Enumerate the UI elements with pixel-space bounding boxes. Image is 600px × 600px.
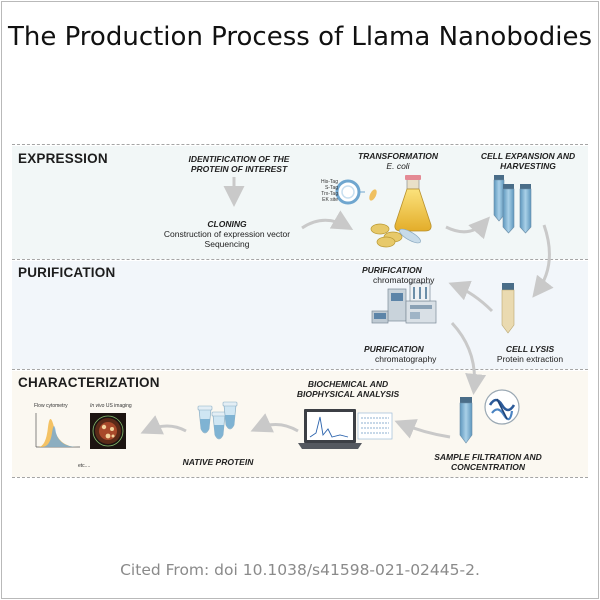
purification-band [12, 261, 588, 369]
data-table-icon [357, 412, 393, 440]
step-biochemical: BIOCHEMICAL AND BIOPHYSICAL ANALYSIS [288, 379, 408, 399]
petri-dish-icon [370, 223, 421, 248]
cloning-detail-1: Construction of expression vector [163, 229, 291, 239]
in-vivo-caption: In vivo US imaging [90, 403, 160, 409]
laptop-icon [298, 409, 362, 449]
filtration-label: SAMPLE FILTRATION AND CONCENTRATION [434, 452, 542, 472]
step-filtration: SAMPLE FILTRATION AND CONCENTRATION [426, 452, 550, 472]
expression-band [12, 146, 588, 259]
arrow-cloning-to-transformation [301, 210, 354, 231]
step-native-protein: NATIVE PROTEIN [178, 457, 258, 467]
flow-arrows [140, 177, 554, 439]
divider-top [12, 144, 588, 145]
step-purification-top: PURIFICATION chromatography [362, 265, 452, 285]
identification-label: IDENTIFICATION OF THE PROTEIN OF INTERES… [188, 154, 290, 174]
cell-lysis-label: CELL LYSIS [505, 344, 555, 354]
etc-caption: etc.... [78, 463, 91, 469]
arrow-lysis-to-purification [448, 280, 494, 313]
diagram-graphics [35, 175, 554, 449]
divider-expression [12, 259, 588, 260]
expansion-label: CELL EXPANSION AND HARVESTING [480, 151, 576, 171]
arrow-purification-to-filtration [450, 321, 487, 395]
step-identification: IDENTIFICATION OF THE PROTEIN OF INTERES… [172, 154, 306, 174]
flow-cytometry-caption: Flow cytometry [34, 403, 68, 409]
transformation-label: TRANSFORMATION [357, 151, 439, 161]
chromatography-system-icon [371, 282, 437, 324]
process-diagram: EXPRESSION PURIFICATION CHARACTERIZATION [12, 143, 588, 479]
flask-icon [394, 175, 432, 232]
cloning-detail-2: Sequencing [204, 239, 250, 249]
step-transformation: TRANSFORMATION E. coli [348, 151, 448, 171]
purification-top-label: PURIFICATION [362, 265, 422, 275]
step-expansion: CELL EXPANSION AND HARVESTING [470, 151, 586, 171]
centrifuge-tubes-icon [493, 175, 532, 234]
page-title: The Production Process of Llama Nanobodi… [7, 22, 593, 52]
stage-label-purification: PURIFICATION [18, 265, 116, 280]
citation-text: Cited From: doi 10.1038/s41598-021-02445… [120, 561, 480, 579]
stage-label-characterization: CHARACTERIZATION [18, 375, 160, 390]
plasmid-icon [335, 179, 377, 205]
lysis-tube-icon [501, 283, 515, 334]
native-protein-label: NATIVE PROTEIN [182, 457, 254, 467]
vector-tags: His-Tag S-Tag Trx-Tag EK site [298, 179, 338, 203]
arrow-filtration-to-analysis [394, 419, 451, 439]
divider-bottom [12, 477, 588, 478]
arrow-transformation-to-expansion [445, 216, 490, 240]
vector-tag: His-Tag [321, 179, 338, 185]
stage-label-expression: EXPRESSION [18, 151, 108, 166]
purification-top-detail: chromatography [373, 275, 435, 285]
arrow-analysis-to-native [250, 413, 299, 433]
in-vivo-image-icon [90, 413, 126, 449]
vector-tag: EK site [322, 197, 338, 203]
divider-purification [12, 369, 588, 370]
arrow-expansion-to-lysis [532, 224, 554, 298]
flow-cytometry-plot-icon [35, 413, 80, 448]
vector-tag: Trx-Tag [321, 191, 338, 197]
vector-tag: S-Tag [324, 185, 338, 191]
biochemical-label: BIOCHEMICAL AND BIOPHYSICAL ANALYSIS [296, 379, 400, 399]
arrow-native-to-imaging [140, 415, 187, 435]
purification-bottom-detail: chromatography [375, 354, 437, 364]
step-cloning: CLONING Construction of expression vecto… [147, 219, 307, 249]
in-vivo-suffix: US imaging [105, 403, 132, 409]
filtration-tube-icon [459, 397, 473, 444]
step-cell-lysis: CELL LYSIS Protein extraction [480, 344, 580, 364]
cloning-label: CLONING [207, 219, 247, 229]
step-purification-bottom: PURIFICATION chromatography [364, 344, 454, 364]
cell-lysis-detail: Protein extraction [496, 354, 564, 364]
in-vivo-prefix: In vivo [90, 403, 105, 409]
protein-structure-icon [484, 389, 520, 425]
transformation-detail: E. coli [386, 161, 410, 171]
purification-bottom-label: PURIFICATION [364, 344, 424, 354]
microtubes-icon [197, 401, 238, 440]
